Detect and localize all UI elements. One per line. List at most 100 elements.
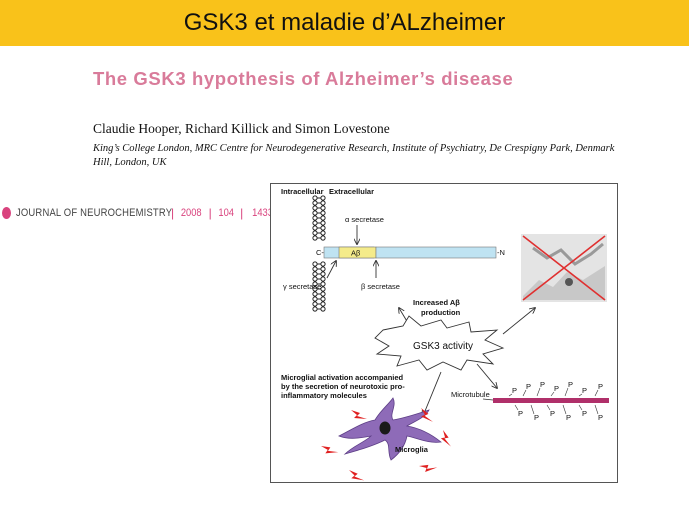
- phospho-label: P: [534, 413, 539, 422]
- brain-image-fold: [523, 266, 605, 300]
- journal-separator: |: [208, 206, 212, 220]
- phospho-link: [578, 404, 583, 411]
- extracellular-label: Extracellular: [329, 187, 374, 196]
- cross-line: [522, 235, 606, 301]
- lipid-head: [312, 205, 318, 211]
- paper-authors: Claudie Hooper, Richard Killick and Simo…: [93, 121, 390, 136]
- lipid-head: [320, 225, 326, 231]
- phospho-link: [530, 404, 535, 415]
- phospho-label: P: [518, 409, 523, 418]
- microglial-activation-label-line2: by the secretion of neurotoxic pro-: [281, 382, 405, 391]
- crossed-brain-image: [521, 234, 607, 302]
- lipid-head: [320, 291, 326, 297]
- brain-image-dot: [565, 278, 573, 286]
- lipid-head: [312, 271, 318, 277]
- intracellular-label: Intracellular: [281, 187, 324, 196]
- lipid-head: [312, 296, 318, 302]
- phospho-link: [508, 393, 513, 397]
- alpha-secretase-label: α secretase: [345, 215, 384, 224]
- gsk3-activity-label: GSK3 activity: [413, 341, 473, 352]
- microglial-activation-label-line3: inflammatory molecules: [281, 391, 367, 400]
- title-banner: [0, 0, 689, 46]
- phospho-link: [594, 404, 599, 415]
- lipid-head: [320, 261, 326, 267]
- phospho-label: P: [598, 413, 603, 422]
- microglia-label: Microglia: [395, 445, 429, 454]
- slide-title: GSK3 et maladie d’ALzheimer: [183, 9, 506, 36]
- phospho-link: [578, 393, 583, 397]
- phospho-link: [594, 389, 599, 397]
- beta-secretase-label: β secretase: [361, 282, 400, 291]
- lipid-head: [312, 200, 318, 206]
- lipid-head: [320, 301, 326, 307]
- increased-abeta-label-line2: production: [421, 308, 461, 317]
- phospho-link: [536, 387, 541, 397]
- phospho-label: P: [512, 386, 517, 395]
- lightning-icon: [421, 408, 433, 422]
- phospho-label: P: [566, 413, 571, 422]
- lipid-head: [320, 200, 326, 206]
- lipid-head: [312, 306, 318, 312]
- app-segment-extracellular: [375, 246, 497, 259]
- lightning-icon: [440, 430, 451, 447]
- lipid-head: [320, 210, 326, 216]
- phospho-label: P: [568, 380, 573, 389]
- lightning-icon: [419, 464, 438, 472]
- phospho-label: P: [598, 382, 603, 391]
- phospho-link: [564, 387, 569, 397]
- lipid-head: [312, 266, 318, 272]
- microglia-nucleus: [379, 421, 391, 435]
- lipid-head: [312, 276, 318, 282]
- brain-image-ridge: [532, 242, 604, 266]
- phospho-link: [546, 404, 551, 411]
- lipid-head: [320, 276, 326, 282]
- journal-citation: JOURNAL OF NEUROCHEMISTRY | 2008 | 104 |…: [2, 205, 303, 221]
- phospho-link: [550, 391, 555, 397]
- lipid-head: [320, 271, 326, 277]
- paper-affiliation: King’s College London, MRC Centre for Ne…: [93, 143, 615, 168]
- lipid-head: [320, 306, 326, 312]
- gsk3-hypothesis-figure: Intracellular Extracellular α secretase …: [270, 183, 618, 483]
- phospho-label: P: [526, 382, 531, 391]
- lipid-head: [312, 291, 318, 297]
- journal-volume: 104: [218, 207, 234, 219]
- lipid-head: [320, 215, 326, 221]
- phospho-label: P: [550, 409, 555, 418]
- lipid-head: [320, 235, 326, 241]
- lipid-head: [320, 205, 326, 211]
- phospho-link: [514, 404, 519, 411]
- lipid-head: [312, 235, 318, 241]
- lipid-head: [312, 261, 318, 267]
- c-terminus-label: C-: [316, 248, 324, 257]
- lipid-head: [320, 230, 326, 236]
- gsk3-to-microtubule-arrow: [476, 363, 497, 388]
- lightning-icon: [321, 446, 339, 454]
- lipid-head: [312, 230, 318, 236]
- microtubule-pointer: [482, 398, 494, 401]
- phospho-label: P: [582, 409, 587, 418]
- phospho-label: P: [582, 386, 587, 395]
- cell-membrane: [312, 195, 326, 312]
- gsk3-to-brain-arrow: [502, 308, 535, 335]
- lipid-head: [312, 220, 318, 226]
- journal-year: 2008: [180, 207, 202, 219]
- gsk3-to-microglia-arrow: [423, 371, 442, 416]
- lipid-head: [312, 210, 318, 216]
- microtubule-label: Microtubule: [451, 390, 490, 399]
- journal-separator: |: [171, 206, 175, 220]
- lightning-icon: [349, 470, 365, 481]
- figure-diagram: Intracellular Extracellular α secretase …: [281, 187, 609, 481]
- phospho-link: [522, 389, 527, 397]
- lipid-head: [320, 266, 326, 272]
- microtubule-rod: [493, 398, 609, 403]
- gamma-secretase-label: γ secretase: [283, 282, 321, 291]
- gsk3-activity-burst: [374, 315, 505, 371]
- journal-name: JOURNAL OF NEUROCHEMISTRY: [16, 207, 173, 219]
- lipid-head: [320, 220, 326, 226]
- abeta-label: Aβ: [351, 249, 361, 258]
- increased-abeta-label: Increased Aβ: [413, 298, 460, 307]
- phospho-link: [562, 404, 567, 415]
- lipid-head: [320, 195, 326, 201]
- microglial-activation-label: Microglial activation accompanied: [281, 373, 404, 382]
